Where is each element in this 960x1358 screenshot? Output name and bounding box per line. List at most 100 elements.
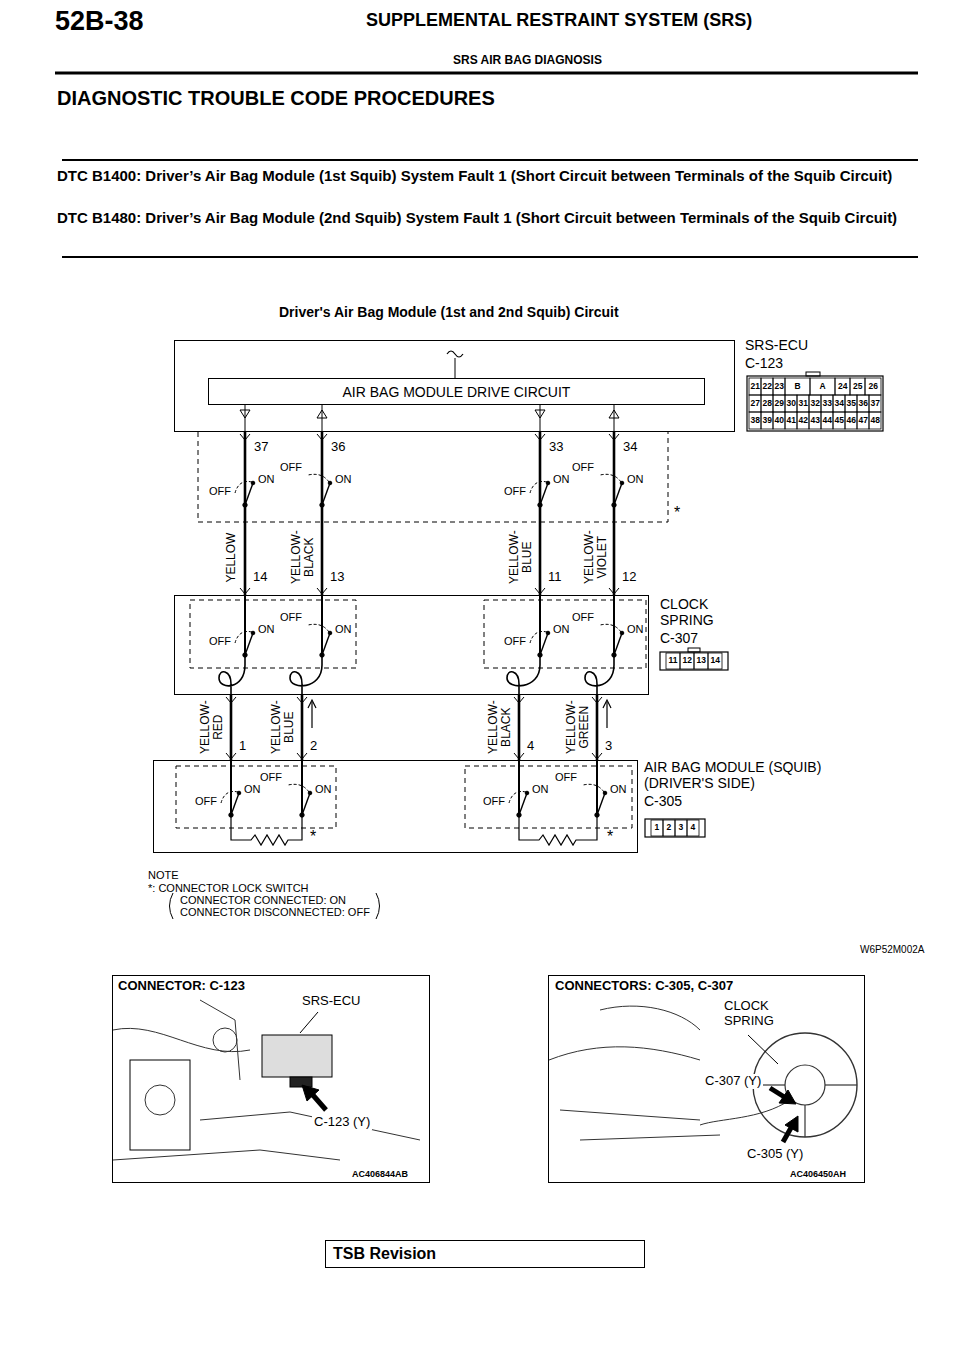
pin-number: 28 bbox=[763, 399, 772, 409]
connector-face bbox=[747, 376, 883, 431]
note-bracket bbox=[376, 893, 380, 919]
switch-state: OFF bbox=[195, 795, 217, 808]
connector-face bbox=[660, 652, 728, 670]
pin-number: 30 bbox=[787, 399, 796, 409]
connector-cell bbox=[785, 412, 797, 429]
switch-off-path bbox=[288, 784, 309, 792]
wire-inner bbox=[613, 595, 615, 655]
power-symbol bbox=[447, 351, 463, 357]
switch-off-path bbox=[308, 474, 329, 482]
switch-off-path bbox=[530, 631, 547, 643]
wire bbox=[540, 432, 541, 595]
note-bracket bbox=[170, 893, 174, 919]
switch-off-path bbox=[308, 624, 329, 632]
clock-spring-box: CLOCK SPRINGC-307 bbox=[174, 595, 649, 695]
connector-cell bbox=[809, 412, 821, 429]
switch-off-path bbox=[530, 481, 547, 493]
terminal-number: 13 bbox=[330, 570, 344, 585]
switch-state: OFF bbox=[504, 485, 526, 498]
photo-outline bbox=[130, 1060, 190, 1150]
switch-lever bbox=[614, 633, 622, 655]
connector-cell bbox=[694, 653, 708, 669]
connector-face bbox=[645, 819, 705, 837]
switch-off-path bbox=[235, 481, 252, 493]
switch-state: ON bbox=[335, 473, 352, 486]
switch-off-path bbox=[600, 474, 621, 482]
terminal-number: 4 bbox=[527, 739, 534, 754]
pin-number: 13 bbox=[697, 656, 706, 666]
switch-state: ON bbox=[627, 473, 644, 486]
wire-inner bbox=[321, 595, 323, 655]
pin-number: 35 bbox=[847, 399, 856, 409]
box-label: CLOCK SPRING bbox=[660, 596, 740, 628]
wire-color: YELLOW- BLUE bbox=[270, 696, 296, 758]
input-triangle bbox=[317, 410, 327, 418]
pin-number: 14 bbox=[711, 656, 720, 666]
connector-cell bbox=[687, 820, 699, 836]
revision-box: TSB Revision bbox=[325, 1240, 645, 1268]
connector-code: C-305 bbox=[644, 793, 854, 809]
photo-label: C-307 (Y) bbox=[703, 1074, 763, 1089]
switch-lever bbox=[245, 633, 253, 655]
lock-switch-outline bbox=[484, 600, 646, 668]
pin-number: 43 bbox=[811, 416, 820, 426]
pin-number: 3 bbox=[679, 823, 684, 833]
note-text: *: CONNECTOR LOCK SWITCH bbox=[148, 882, 309, 895]
pin-number: 11 bbox=[669, 656, 678, 666]
drive-circuit-box: AIR BAG MODULE DRIVE CIRCUIT bbox=[208, 378, 705, 405]
pin-number: 33 bbox=[823, 399, 832, 409]
clock-spring-coil bbox=[219, 655, 245, 695]
switch-state: OFF bbox=[483, 795, 505, 808]
note-text: CONNECTOR DISCONNECTED: OFF bbox=[180, 906, 370, 919]
pin-number: 24 bbox=[838, 382, 847, 392]
connector-cell bbox=[857, 395, 869, 412]
wire bbox=[322, 432, 323, 595]
squib-resistor bbox=[519, 815, 597, 845]
connector-cell bbox=[663, 820, 675, 836]
switch-lever bbox=[540, 633, 548, 655]
pin-number: 25 bbox=[853, 382, 862, 392]
figure-code: AC406844AB bbox=[352, 1169, 408, 1179]
pin-number: 29 bbox=[775, 399, 784, 409]
leader-line bbox=[300, 1012, 318, 1033]
photo-label: CLOCK SPRING bbox=[722, 999, 796, 1029]
photo-label: C-123 (Y) bbox=[312, 1115, 372, 1130]
photo-outline bbox=[200, 1000, 240, 1080]
connector-code: C-307 bbox=[660, 630, 740, 646]
lock-mark: * bbox=[310, 828, 316, 846]
pin-number: 22 bbox=[763, 382, 772, 392]
photo-outline bbox=[213, 1028, 237, 1052]
pin-number: 4 bbox=[691, 823, 696, 833]
pin-number: 34 bbox=[835, 399, 844, 409]
connector-cell bbox=[821, 395, 833, 412]
connector-cell bbox=[857, 412, 869, 429]
pin-number: 46 bbox=[847, 416, 856, 426]
wire-inner bbox=[244, 595, 246, 655]
section-subtitle: SRS AIR BAG DIAGNOSIS bbox=[453, 54, 602, 68]
connector-cell bbox=[835, 378, 850, 395]
switch-off-path bbox=[583, 784, 604, 792]
terminal-number: 3 bbox=[605, 739, 612, 754]
lock-switch-outline bbox=[176, 766, 336, 828]
switch-lever bbox=[597, 793, 605, 815]
switch-state: OFF bbox=[572, 611, 594, 624]
terminal-number: 34 bbox=[623, 440, 637, 455]
wire bbox=[519, 695, 520, 760]
switch-state: ON bbox=[553, 473, 570, 486]
page-heading: DIAGNOSTIC TROUBLE CODE PROCEDURES bbox=[57, 87, 495, 110]
clock-spring-coil bbox=[507, 655, 540, 695]
switch-state: ON bbox=[335, 623, 352, 636]
switch-state: ON bbox=[258, 473, 275, 486]
wire bbox=[597, 695, 598, 760]
current-arrow bbox=[311, 702, 312, 728]
terminal-number: 33 bbox=[549, 440, 563, 455]
wire-line bbox=[539, 432, 542, 595]
current-arrow bbox=[606, 702, 607, 728]
pin-number: A bbox=[820, 382, 826, 392]
terminal-number: 1 bbox=[239, 739, 246, 754]
lock-switch-outline bbox=[465, 766, 632, 828]
wheel-spoke bbox=[804, 1105, 805, 1137]
wire-color: YELLOW- BLACK bbox=[290, 526, 316, 588]
connector-cell bbox=[680, 653, 694, 669]
